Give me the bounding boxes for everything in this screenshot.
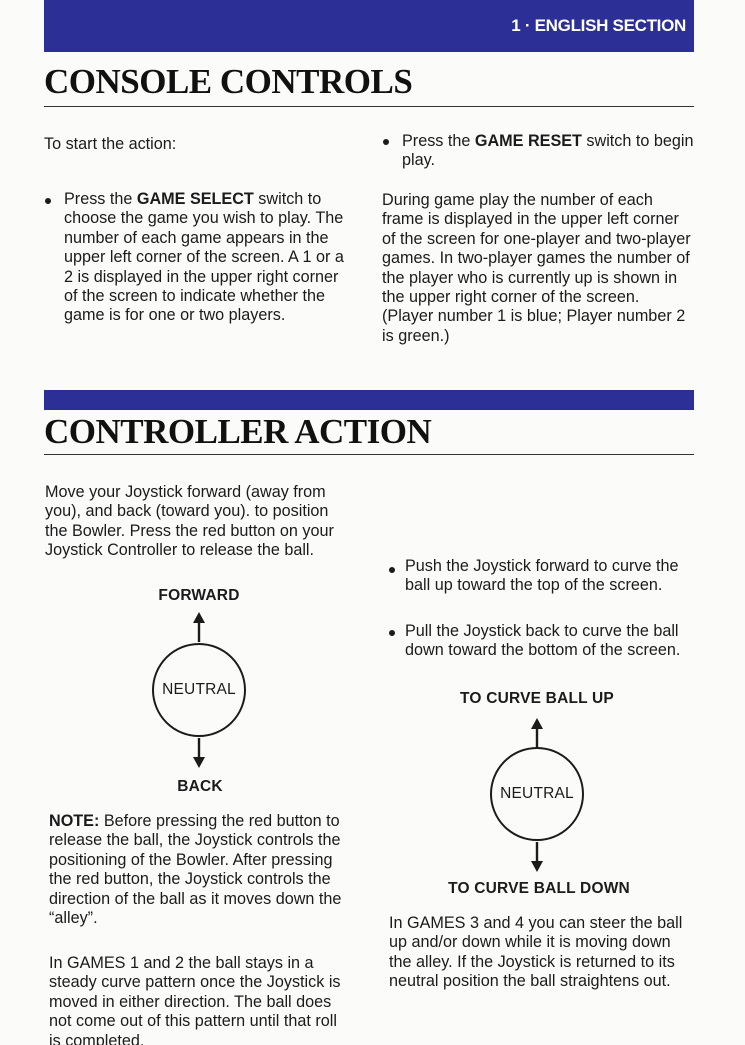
diagram1-back-label: BACK xyxy=(177,778,223,795)
bullet-dot xyxy=(45,198,51,204)
arrow-up-icon xyxy=(531,718,543,748)
controller-games-1-2: In GAMES 1 and 2 the ball stays in a ste… xyxy=(49,954,341,1045)
diagram1-neutral-label: NEUTRAL xyxy=(162,681,236,698)
console-bullet-game-select: Press the GAME SELECT switch to choose t… xyxy=(64,190,344,325)
console-paragraph: During game play the number of each fram… xyxy=(382,191,691,345)
controller-bullet-pull: Pull the Joystick back to curve the ball… xyxy=(405,622,681,660)
section-label: 1 · ENGLISH SECTION xyxy=(511,16,686,35)
diagram2-curve-down-label: TO CURVE BALL DOWN xyxy=(448,880,630,897)
bullet-dot xyxy=(383,139,389,145)
console-bullet-game-reset: Press the GAME RESET switch to begin pla… xyxy=(402,132,694,170)
console-intro: To start the action: xyxy=(44,135,177,153)
diagram1-forward-label: FORWARD xyxy=(158,587,240,604)
controller-note: NOTE: Before pressing the red button to … xyxy=(49,812,342,928)
bullet-dot xyxy=(389,567,395,573)
diagram2-neutral-circle: NEUTRAL xyxy=(490,747,584,841)
controller-intro: Move your Joystick forward (away from yo… xyxy=(45,483,334,560)
controller-action-heading: CONTROLLER ACTION xyxy=(44,412,432,451)
console-controls-heading: CONSOLE CONTROLS xyxy=(44,62,413,101)
controller-heading-rule xyxy=(44,454,694,455)
diagram1-neutral-circle: NEUTRAL xyxy=(152,643,246,737)
controller-bullet-push: Push the Joystick forward to curve the b… xyxy=(405,557,679,595)
diagram2-curve-up-label: TO CURVE BALL UP xyxy=(460,690,614,707)
header-band: 1 · ENGLISH SECTION xyxy=(44,0,694,52)
diagram2-neutral-label: NEUTRAL xyxy=(500,785,574,802)
section-divider-band xyxy=(44,390,694,410)
arrow-down-icon xyxy=(193,738,205,768)
arrow-down-icon xyxy=(531,842,543,872)
bullet-dot xyxy=(389,630,395,636)
console-heading-rule xyxy=(44,106,694,107)
arrow-up-icon xyxy=(193,612,205,642)
controller-games-3-4: In GAMES 3 and 4 you can steer the ball … xyxy=(389,914,683,991)
